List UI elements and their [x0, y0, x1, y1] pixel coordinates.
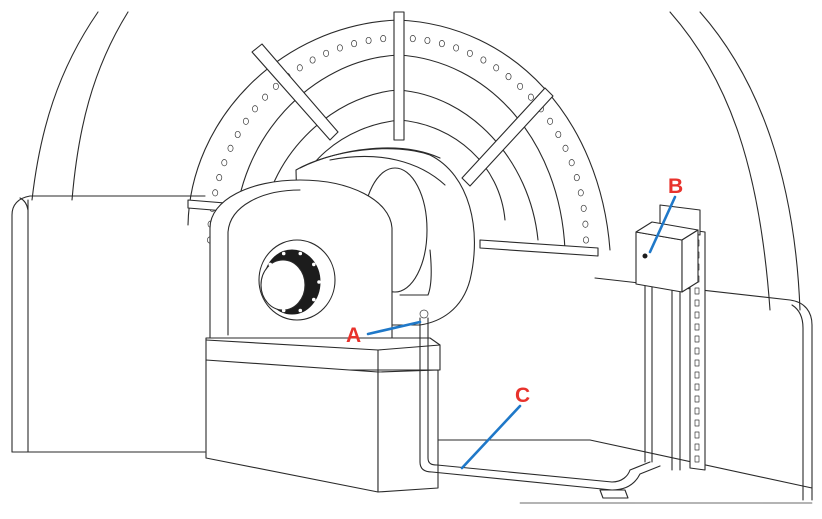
rail-slot [694, 455, 700, 463]
bolt-hole [212, 189, 219, 197]
bolt-hole [493, 64, 500, 72]
flange-bolt [281, 308, 286, 313]
label-C: C [515, 384, 530, 407]
label-B: B [668, 175, 683, 198]
sensor-pipe [419, 284, 681, 499]
rail-slot [694, 395, 700, 403]
rail-slot [694, 287, 700, 295]
flange-bolt [298, 308, 303, 313]
callout-B: B [648, 175, 683, 254]
bolt-hole [309, 56, 316, 64]
rail-slot [694, 347, 700, 355]
housing-outline [31, 11, 801, 311]
rotor-wheel [187, 11, 611, 257]
rail-slot [694, 311, 700, 319]
bolt-hole [234, 130, 241, 139]
bolt-hole [562, 144, 569, 152]
label-A: A [346, 324, 361, 347]
bolt-hole [517, 82, 524, 90]
bolt-hole [573, 174, 580, 182]
bolt-hole [568, 159, 575, 167]
bolt-hole [336, 44, 343, 52]
bolt-hole [580, 204, 587, 212]
flange-bolt [312, 297, 316, 302]
flange-bolt [312, 262, 316, 267]
bearing-pedestal [205, 179, 441, 493]
rail-slot [694, 335, 700, 343]
bolt-hole [227, 144, 234, 152]
flange-bolts [263, 251, 321, 313]
flange-bolt [298, 251, 303, 256]
rail-slot [694, 431, 700, 439]
bolt-hole [351, 40, 358, 48]
bolt-hole [365, 36, 372, 45]
rail-slot [694, 407, 700, 415]
callout-C: C [460, 384, 530, 470]
flange-bolt [268, 262, 273, 267]
bolt-hole [323, 49, 330, 57]
bolt-hole [480, 56, 487, 64]
flange-bolt [317, 280, 321, 284]
bolt-hole [466, 49, 473, 57]
bolt-hole [216, 174, 223, 182]
bolt-hole [221, 159, 228, 167]
bolt-hole [453, 44, 460, 52]
flange-bolt [268, 297, 273, 302]
bolt-hole [409, 35, 416, 43]
bolt-hole [527, 93, 534, 101]
bolt-hole [380, 35, 387, 43]
rail-slot [694, 371, 700, 379]
bolt-hole [582, 220, 589, 228]
rail-slot [694, 383, 700, 391]
rail-slot [694, 359, 700, 367]
rail-slot [694, 323, 700, 331]
bolt-hole [577, 189, 584, 197]
bolt-hole [438, 40, 445, 48]
bolt-hole [555, 130, 562, 139]
rail-slot [694, 419, 700, 427]
bolt-hole [272, 82, 279, 90]
bolt-hole [262, 93, 269, 101]
flange-bolt [263, 280, 267, 284]
bolt-hole [505, 73, 512, 81]
bolt-hole [424, 36, 431, 45]
bolt-hole [547, 117, 554, 125]
rail-slot [694, 443, 700, 451]
callout-A: A [346, 320, 422, 347]
bolt-hole [583, 236, 589, 244]
rail-slot [694, 299, 700, 307]
junction-box-assembly [635, 204, 706, 471]
flange-bolt [281, 251, 286, 256]
bolt-hole [296, 64, 303, 72]
bolt-hole [242, 117, 249, 125]
bolt-hole [252, 105, 258, 113]
